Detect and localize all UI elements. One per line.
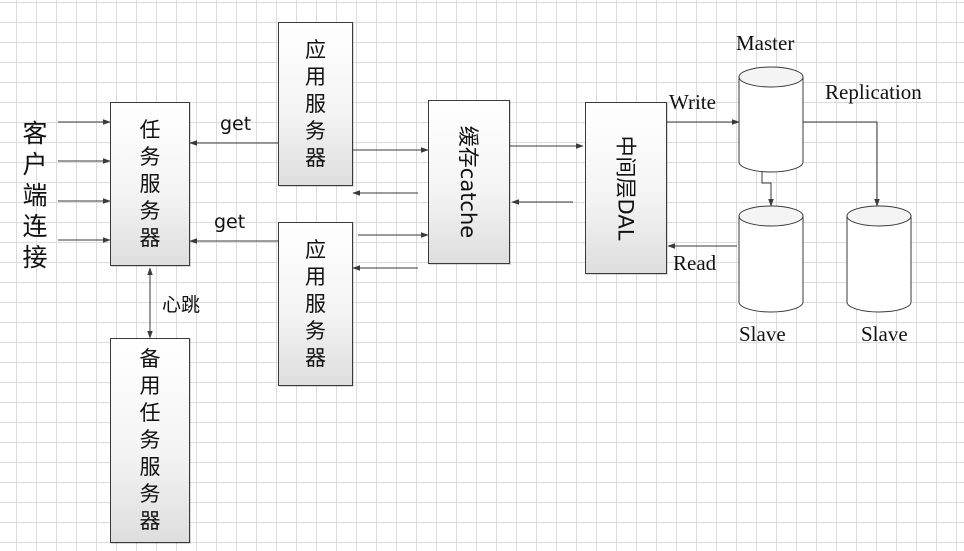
dal-box[interactable]: 中间层DAL [585,102,667,274]
read-label: Read [673,251,717,275]
backup-task-server-box[interactable]: 备用任务服务器 [110,338,190,543]
replication-arrow [803,121,880,207]
get-label-2: get [214,211,246,233]
app-server-label-2: 应用服务器 [305,237,326,370]
replication-label: Replication [825,80,922,104]
dal-label: 中间层DAL [613,135,637,241]
heartbeat-label: 心跳 [162,294,201,316]
cache-box[interactable]: 缓存catche [428,100,510,264]
write-label: Write [669,90,716,114]
slave-database-icon-1 [738,205,804,313]
slave-database-icon-2 [846,205,912,313]
app-server-box-2[interactable]: 应用服务器 [278,222,353,386]
get-label-1: get [220,113,252,135]
app-server-box-1[interactable]: 应用服务器 [278,22,353,186]
task-server-label: 任务服务器 [139,117,161,250]
backup-task-server-label: 备用任务服务器 [139,347,161,533]
master-database-icon [738,66,804,173]
master-to-slave-arrow [761,172,774,207]
cache-label: 缓存catche [456,125,480,239]
slave-label-1: Slave [739,322,786,346]
slave-label-2: Slave [861,322,908,346]
master-label: Master [736,31,795,55]
client-label: 客户端连接 [22,119,48,272]
task-server-box[interactable]: 任务服务器 [110,102,190,266]
app-server-label-1: 应用服务器 [305,37,326,170]
